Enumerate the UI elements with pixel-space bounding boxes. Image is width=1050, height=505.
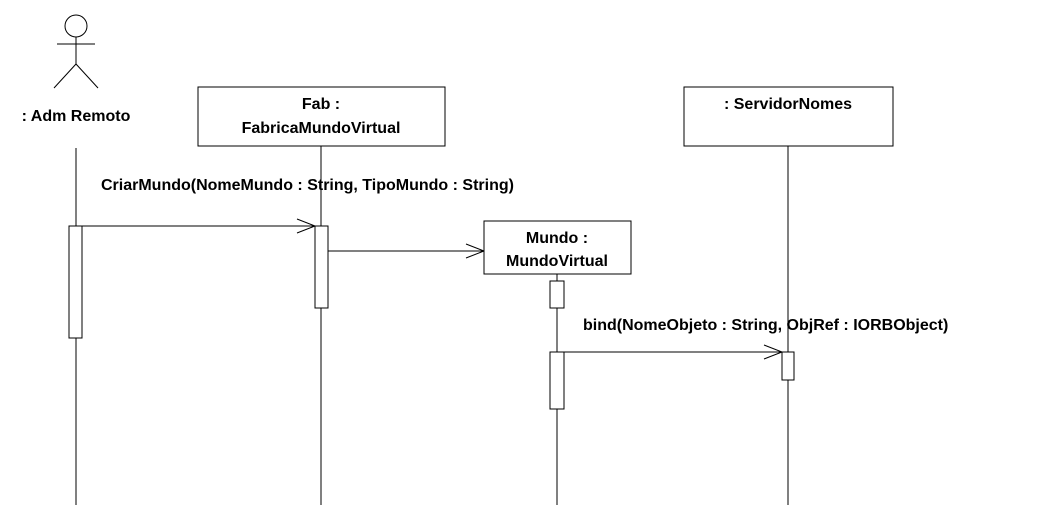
actor-left-leg [53,63,77,89]
message-label-criar-mundo: CriarMundo(NomeMundo : String, TipoMundo… [101,177,514,194]
object-name-line-2: FabricaMundoVirtual [242,120,401,137]
object-mundo-virtual: Mundo : MundoVirtual [483,220,632,275]
message-label-bind: bind(NomeObjeto : String, ObjRef : IORBO… [583,317,948,334]
object-fabrica-mundo-virtual: Fab : FabricaMundoVirtual [197,86,446,147]
object-name-line-1: Mundo : [526,230,588,247]
object-name-line-2: MundoVirtual [506,253,608,270]
actor-right-leg [75,63,99,89]
actor-head [64,14,88,38]
actor-adm-remoto: : Adm Remoto [22,14,131,125]
object-box [483,220,632,275]
activation-mundo-init [549,280,565,309]
object-name-line-1: : ServidorNomes [724,96,852,113]
activation-mundo-bind [549,351,565,410]
object-name-line-1: Fab : [302,96,340,113]
actor-label: : Adm Remoto [22,108,131,125]
activation-servidor-nomes [781,351,795,381]
object-box [683,86,894,147]
object-servidor-nomes: : ServidorNomes [683,86,894,147]
object-box [197,86,446,147]
activation-fabrica [314,225,329,309]
activation-adm-remoto [68,225,83,339]
